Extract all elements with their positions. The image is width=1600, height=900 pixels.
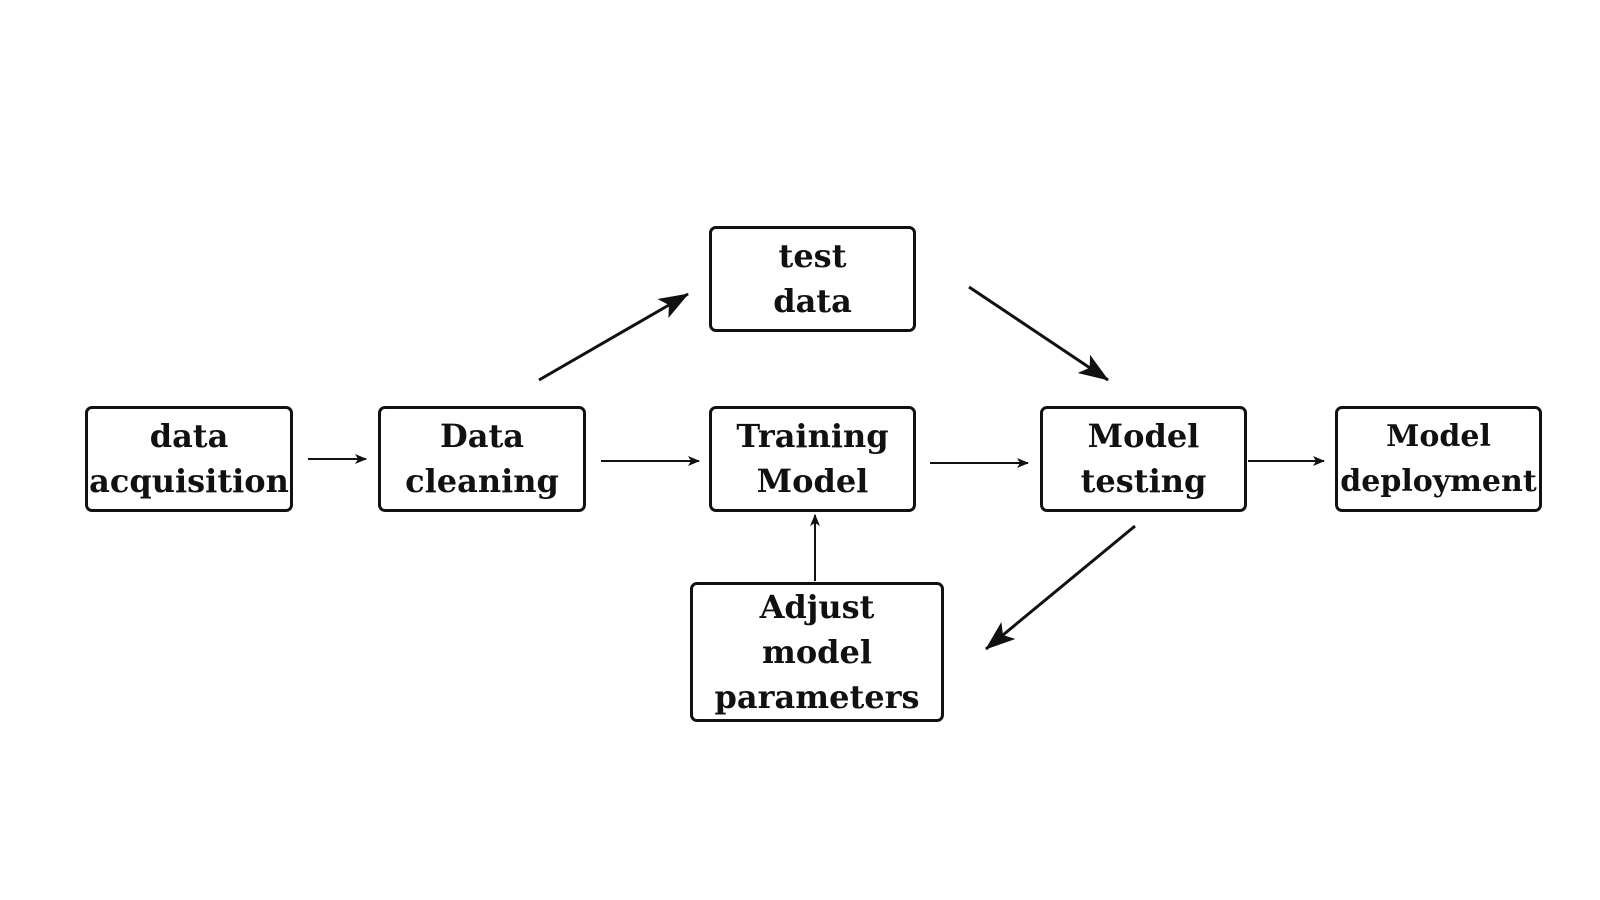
node-model-testing: Model testing — [1040, 406, 1247, 512]
node-adjust-model-parameters: Adjust model parameters — [690, 582, 944, 722]
edge-test-data-to-model-testing — [968, 285, 1109, 382]
node-label-line: Model — [1087, 417, 1200, 455]
node-label-line: testing — [1080, 462, 1207, 500]
node-model-deployment: Model deployment — [1335, 406, 1542, 512]
node-label-line: data — [773, 282, 852, 320]
node-training-model: Training Model — [709, 406, 916, 512]
node-data-cleaning: Data cleaning — [378, 406, 586, 512]
node-label-line: Adjust — [759, 587, 875, 626]
node-label-line: data — [149, 417, 229, 455]
node-label-line: Training — [736, 417, 889, 455]
node-label-line: cleaning — [405, 462, 559, 500]
edge-model-testing-to-adjust — [985, 524, 1136, 651]
edge-cleaning-to-test-data — [538, 292, 689, 382]
node-label-line: Model — [756, 462, 869, 500]
node-test-data: test data — [709, 226, 916, 332]
node-data-acquisition: data acquisition — [85, 406, 293, 512]
node-label-line: Model — [1386, 419, 1491, 454]
node-label-line: test — [778, 237, 847, 275]
node-label-line: parameters — [714, 677, 920, 716]
node-label-line: deployment — [1340, 464, 1537, 499]
node-label-line: acquisition — [89, 462, 289, 500]
node-label-line: Data — [440, 417, 524, 455]
node-label-line: model — [761, 632, 873, 671]
